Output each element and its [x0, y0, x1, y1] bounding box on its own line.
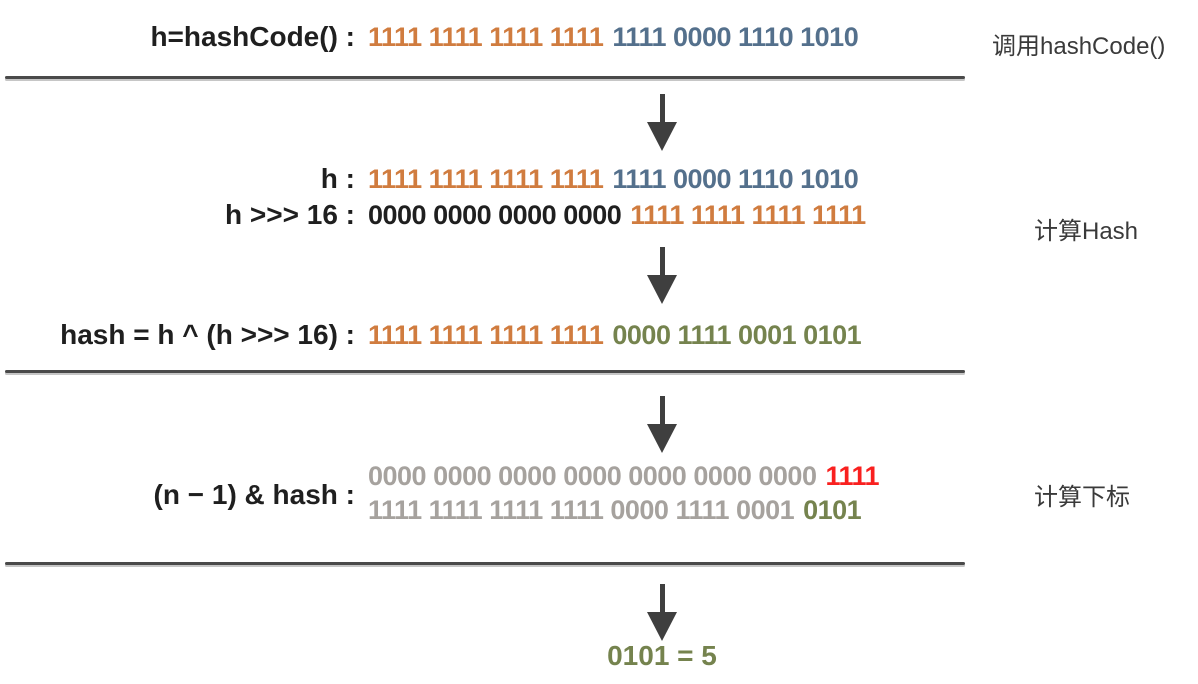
h-expression-label: h :	[320, 163, 355, 194]
binary-group: 0000 0000 0000 0000 0000 0000 0000	[368, 461, 817, 491]
xor-expression-label: hash = h ^ (h >>> 16) :	[60, 319, 355, 350]
down-arrow-icon	[647, 396, 677, 453]
binary-group: 1111 0000 1110 1010	[612, 164, 859, 194]
xor-binary-value: 1111 1111 1111 1111 0000 1111 0001 0101	[368, 317, 862, 353]
divider-line	[5, 370, 965, 373]
arrow-stem	[659, 396, 665, 424]
arrow-stem	[659, 247, 665, 275]
step-label-call-hashcode: 调用hashCode()	[992, 33, 1166, 60]
binary-group: 1111 1111 1111 1111 0000 1111 0001	[368, 495, 795, 525]
hashcode-expression-label: h=hashCode() :	[150, 21, 355, 52]
step-label-compute-index: 计算下标	[1034, 484, 1130, 511]
and-binary-value-1: 0000 0000 0000 0000 0000 0000 0000 1111	[368, 459, 880, 493]
and-operand-row-1: 0000 0000 0000 0000 0000 0000 0000 1111	[0, 459, 1198, 493]
divider-line	[5, 562, 965, 565]
binary-group: 1111 1111 1111 1111	[630, 200, 866, 230]
binary-group: 1111 1111 1111 1111	[368, 320, 604, 350]
binary-group: 0000 1111 0001 0101	[612, 320, 862, 350]
hashcode-binary-value: 1111 1111 1111 1111 1111 0000 1110 1010	[368, 19, 859, 55]
result-value: 0101 = 5	[607, 640, 717, 671]
arrow-head	[647, 275, 677, 304]
arrow-head	[647, 424, 677, 453]
down-arrow-icon	[647, 247, 677, 304]
binary-group: 1111 1111 1111 1111	[368, 164, 604, 194]
arrow-stem	[659, 94, 665, 122]
shift-expression-label: h >>> 16 :	[225, 199, 355, 230]
shift-row: h >>> 16 : 0000 0000 0000 0000 1111 1111 …	[0, 197, 1198, 233]
binary-group: 1111	[825, 461, 880, 491]
down-arrow-icon	[647, 94, 677, 151]
divider-line	[5, 76, 965, 79]
binary-group: 0101	[803, 495, 862, 525]
hashcode-row: h=hashCode() : 1111 1111 1111 1111 1111 0…	[0, 19, 1198, 55]
and-label-row: (n − 1) & hash :	[0, 477, 1198, 513]
binary-group: 0000 0000 0000 0000	[368, 200, 622, 230]
and-operand-row-2: 1111 1111 1111 1111 0000 1111 0001 0101	[0, 493, 1198, 527]
binary-group: 1111 1111 1111 1111	[368, 22, 604, 52]
xor-row: hash = h ^ (h >>> 16) : 1111 1111 1111 1…	[0, 317, 1198, 353]
and-binary-value-2: 1111 1111 1111 1111 0000 1111 0001 0101	[368, 493, 862, 527]
h-binary-value: 1111 1111 1111 1111 1111 0000 1110 1010	[368, 161, 859, 197]
step-label-compute-hash: 计算Hash	[1034, 218, 1139, 245]
arrow-stem	[659, 584, 665, 612]
binary-group: 1111 0000 1110 1010	[612, 22, 859, 52]
and-expression-label: (n − 1) & hash :	[153, 479, 355, 510]
arrow-head	[647, 122, 677, 151]
h-row: h : 1111 1111 1111 1111 1111 0000 1110 10…	[0, 161, 1198, 197]
down-arrow-icon	[647, 584, 677, 641]
shift-binary-value: 0000 0000 0000 0000 1111 1111 1111 1111	[368, 197, 866, 233]
arrow-head	[647, 612, 677, 641]
